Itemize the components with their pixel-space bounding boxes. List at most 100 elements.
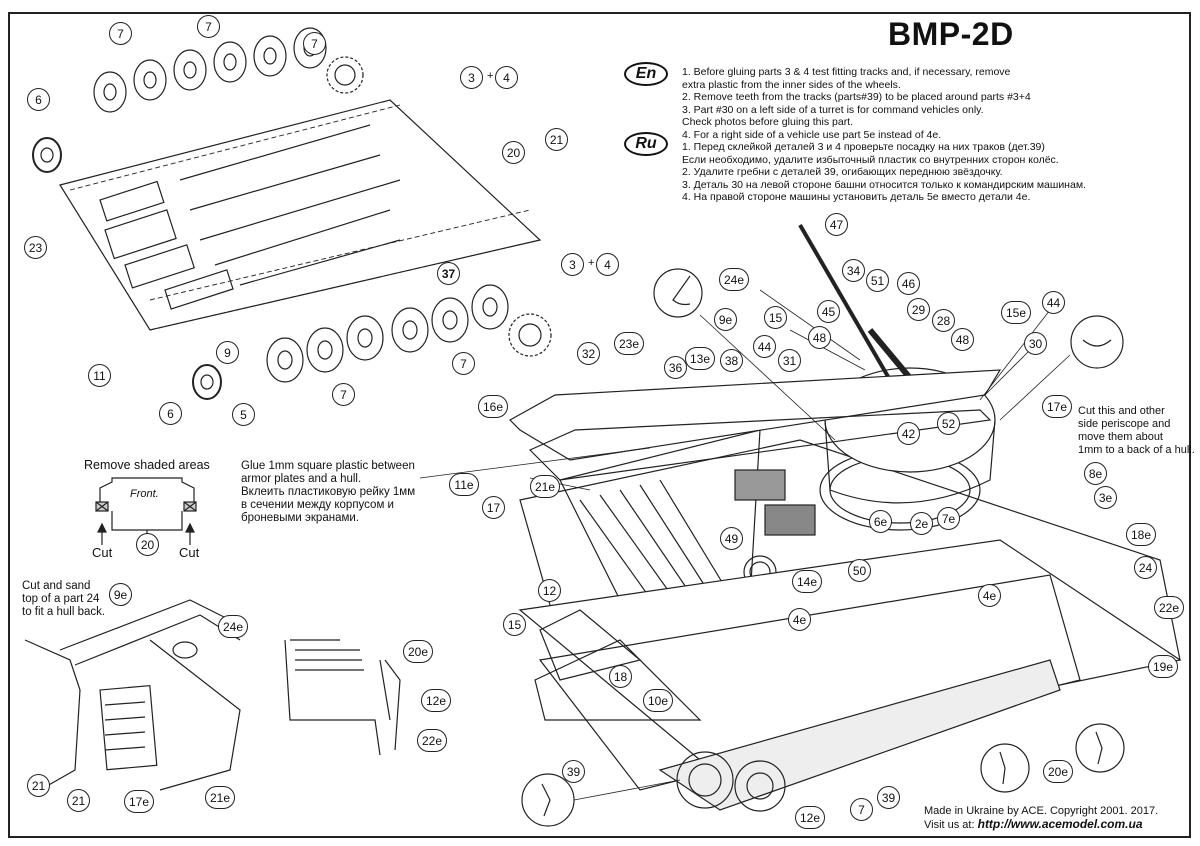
plus-sign: + [588, 257, 595, 269]
part-callout: 49 [720, 527, 743, 550]
part-callout: 48 [951, 328, 974, 351]
part-callout: 44 [1042, 291, 1065, 314]
part-callout: 7 [332, 383, 355, 406]
part-callout: 17e [124, 790, 154, 813]
part-callout: 3 [460, 66, 483, 89]
part-callout: 12e [795, 806, 825, 829]
part-callout: 36 [664, 356, 687, 379]
note-line: side periscope and [1078, 418, 1171, 430]
en-line: extra plastic from the inner sides of th… [682, 78, 901, 91]
part-callout: 13e [685, 347, 715, 370]
part-callout: 14e [792, 570, 822, 593]
copyright-text: Made in Ukraine by ACE. Copyright 2001. … [924, 805, 1159, 817]
part-callout: 51 [866, 269, 889, 292]
part-callout: 7 [303, 32, 326, 55]
ru-line: 4. На правой стороне машины установить д… [682, 191, 1031, 204]
instruction-sheet-frame [8, 12, 1191, 838]
part-callout: 4e [978, 584, 1001, 607]
part-callout: 12e [421, 689, 451, 712]
ru-line: Если необходимо, удалите избыточный плас… [682, 153, 1059, 166]
remove-shaded-diagram [95, 477, 197, 545]
part-callout: 42 [897, 422, 920, 445]
lower-road-wheels [266, 284, 509, 383]
part-callout: 11e [449, 473, 479, 496]
en-line: 1. Before gluing parts 3 & 4 test fittin… [682, 66, 1011, 78]
part-callout: 30 [1024, 332, 1047, 355]
cut-sand-note: Cut and sand top of a part 24 to fit a h… [22, 580, 105, 619]
part-callout: 22e [417, 729, 447, 752]
part-callout: 5 [232, 403, 255, 426]
part-callout: 17 [482, 496, 505, 519]
sprocket-top [326, 56, 364, 94]
part-callout: 44 [753, 335, 776, 358]
part-callout: 20e [1043, 760, 1073, 783]
part-callout: 11 [88, 364, 111, 387]
drive-sprocket [676, 751, 734, 809]
part-callout: 10e [643, 689, 673, 712]
part-callout: 28 [932, 309, 955, 332]
part-callout: 15 [764, 306, 787, 329]
cut-label-right: Cut [179, 545, 200, 560]
part-callout: 21e [530, 475, 560, 498]
note-line: Вклеить пластиковую рейку 1мм [241, 486, 416, 498]
ru-line: 3. Деталь 30 на левой стороне башни отно… [682, 178, 1086, 191]
part-callout: 4e [788, 608, 811, 631]
model-title: BMP-2D [888, 16, 1014, 52]
en-line: Check photos before gluing this part. [682, 116, 854, 129]
note-line: top of a part 24 [22, 593, 100, 605]
part-callout: 9e [714, 308, 737, 331]
hull-rear-detail [24, 599, 241, 791]
note-line: 1mm to a back of a hull. [1078, 444, 1195, 456]
part-callout: 34 [842, 259, 865, 282]
english-badge: En [624, 62, 668, 86]
part-callout: 20 [502, 141, 525, 164]
ru-line: 1. Перед склейкой деталей 3 и 4 проверьт… [682, 141, 1045, 153]
part-callout: 15e [1001, 301, 1031, 324]
part-callout: 39 [562, 760, 585, 783]
ru-line: 2. Удалите гребни с деталей 39, огибающи… [682, 166, 1003, 179]
part-callout: 22e [1154, 596, 1184, 619]
plus-sign: + [487, 70, 494, 82]
footer: Made in Ukraine by ACE. Copyright 2001. … [924, 805, 1158, 832]
part-callout: 21 [67, 789, 90, 812]
note-line: Cut and sand [22, 580, 91, 592]
part-callout: 12 [538, 579, 561, 602]
part-callout: 7e [937, 507, 960, 530]
part-callout: 48 [808, 326, 831, 349]
cut-label-left: Cut [92, 545, 113, 560]
part-callout: 17e [1042, 395, 1072, 418]
en-line: 3. Part #30 on a left side of a turret i… [682, 103, 984, 116]
part-callout: 21 [545, 128, 568, 151]
en-line: 2. Remove teeth from the tracks (parts#3… [682, 91, 1031, 104]
russian-badge: Ru [624, 132, 668, 156]
part-callout: 39 [877, 786, 900, 809]
remove-shaded-title: Remove shaded areas [84, 458, 210, 472]
part-callout: 4 [596, 253, 619, 276]
front-label: Front. [130, 488, 159, 500]
armor-plate-section-detail [284, 639, 401, 756]
part-callout: 31 [778, 349, 801, 372]
part-callout: 46 [897, 272, 920, 295]
periscope-note: Cut this and other side periscope and mo… [1078, 405, 1195, 457]
russian-instructions: 1. Перед склейкой деталей 3 и 4 проверьт… [682, 141, 1086, 204]
part-callout: 7 [850, 798, 873, 821]
website-line: Visit us at: http://www.acemodel.com.ua [924, 818, 1158, 832]
part-callout: 18e [1126, 523, 1156, 546]
note-line: to fit a hull back. [22, 606, 106, 618]
part-callout: 52 [937, 412, 960, 435]
part-callout: 23 [24, 236, 47, 259]
note-line: броневыми экранами. [241, 512, 359, 524]
part-callout: 38 [720, 349, 743, 372]
part-callout: 6 [159, 402, 182, 425]
note-line: move them about [1078, 431, 1163, 443]
part-callout: 7 [109, 22, 132, 45]
part-callout: 24e [719, 268, 749, 291]
part-callout: 37 [437, 262, 460, 285]
part-callout: 15 [503, 613, 526, 636]
part-callout: 23e [614, 332, 644, 355]
part-callout: 16e [478, 395, 508, 418]
part-callout: 9 [216, 341, 239, 364]
part-callout: 6 [27, 88, 50, 111]
note-line: Cut this and other [1078, 405, 1165, 417]
website-link[interactable]: http://www.acemodel.com.ua [977, 817, 1143, 831]
